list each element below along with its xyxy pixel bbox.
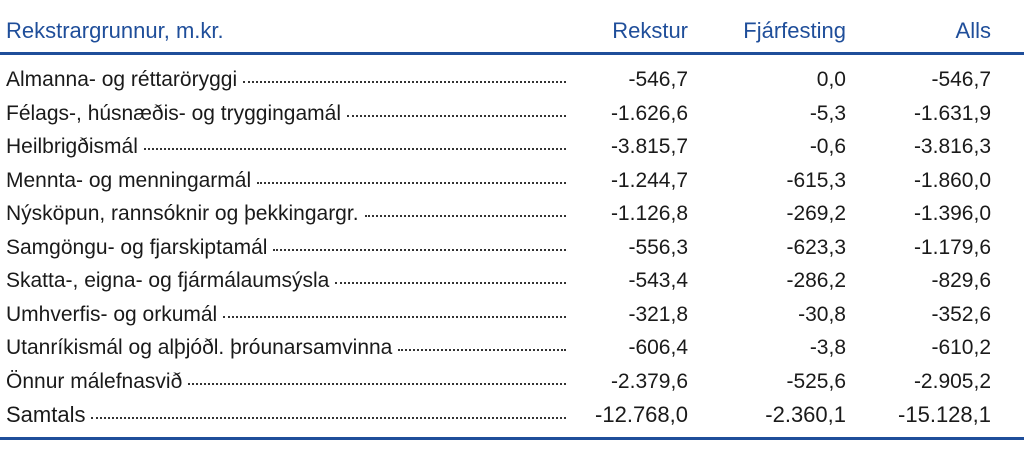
table-row: Nýsköpun, rannsóknir og þekkingargr. -1.1… xyxy=(0,198,1024,232)
cell-alls: -546,7 xyxy=(931,68,991,91)
cell-alls: -610,2 xyxy=(931,336,991,359)
cell-rekstur: -321,8 xyxy=(628,302,688,326)
leader-dots xyxy=(347,113,566,117)
header-divider xyxy=(0,52,1024,55)
cell-alls: -1.396,0 xyxy=(913,202,991,225)
row-label: Nýsköpun, rannsóknir og þekkingargr. xyxy=(6,202,359,225)
cell-alls: -829,6 xyxy=(931,269,991,292)
cell-fjarfesting: -5,3 xyxy=(809,101,846,125)
row-label-wrap: Skatta-, eigna- og fjármálaumsýsla xyxy=(6,269,566,293)
cell-fjarfesting: -615,3 xyxy=(786,168,846,192)
row-label-wrap: Utanríkismál og alþjóðl. þróunarsamvinna xyxy=(6,336,566,360)
table-row: Skatta-, eigna- og fjármálaumsýsla -543,4… xyxy=(0,265,1024,299)
row-label-wrap: Nýsköpun, rannsóknir og þekkingargr. xyxy=(6,202,566,226)
leader-dots xyxy=(364,213,566,217)
cell-alls: -1.179,6 xyxy=(913,235,991,259)
table-row: Almanna- og réttaröryggi -546,7 0,0 -546,7 xyxy=(0,64,1024,98)
row-label: Skatta-, eigna- og fjármálaumsýsla xyxy=(6,269,330,292)
cell-rekstur: -3.815,7 xyxy=(610,135,688,158)
row-label: Utanríkismál og alþjóðl. þróunarsamvinna xyxy=(6,336,393,359)
leader-dots xyxy=(91,415,566,419)
row-label-wrap: Umhverfis- og orkumál xyxy=(6,303,566,327)
cell-rekstur: -546,7 xyxy=(628,68,688,91)
cell-alls: -352,6 xyxy=(931,302,991,326)
cell-rekstur: -2.379,6 xyxy=(610,369,688,393)
cell-rekstur: -1.126,8 xyxy=(610,202,688,225)
header-rekstur: Rekstur xyxy=(612,18,688,43)
total-rekstur: -12.768,0 xyxy=(595,402,688,427)
total-label-wrap: Samtals xyxy=(6,402,566,428)
cell-alls: -1.860,0 xyxy=(913,168,991,192)
table-row: Önnur málefnasvið -2.379,6 -525,6 -2.905,2 xyxy=(0,366,1024,400)
footer-divider xyxy=(0,437,1024,440)
row-label-wrap: Önnur málefnasvið xyxy=(6,370,566,394)
row-label: Almanna- og réttaröryggi xyxy=(6,68,238,91)
cell-alls: -2.905,2 xyxy=(913,369,991,393)
leader-dots xyxy=(243,79,566,83)
row-label: Mennta- og menningarmál xyxy=(6,168,252,192)
cell-fjarfesting: -269,2 xyxy=(786,202,846,225)
table-row: Umhverfis- og orkumál -321,8 -30,8 -352,6 xyxy=(0,299,1024,333)
total-label: Samtals xyxy=(6,402,86,427)
leader-dots xyxy=(335,280,566,284)
cell-alls: -1.631,9 xyxy=(913,101,991,125)
cell-fjarfesting: 0,0 xyxy=(816,68,846,91)
row-label-wrap: Félags-, húsnæðis- og tryggingamál xyxy=(6,102,566,126)
cell-fjarfesting: -286,2 xyxy=(786,269,846,292)
leader-dots xyxy=(143,146,566,150)
header-alls: Alls xyxy=(955,18,991,43)
table-row: Utanríkismál og alþjóðl. þróunarsamvinna… xyxy=(0,332,1024,366)
cell-fjarfesting: -30,8 xyxy=(798,302,846,326)
leader-dots xyxy=(223,314,566,318)
row-label-wrap: Samgöngu- og fjarskiptamál xyxy=(6,236,566,260)
cell-alls: -3.816,3 xyxy=(913,135,991,158)
cell-fjarfesting: -3,8 xyxy=(809,336,846,359)
table-header: Rekstrargrunnur, m.kr. Rekstur Fjárfesti… xyxy=(0,14,1024,52)
cell-fjarfesting: -0,6 xyxy=(809,135,846,158)
total-row: Samtals -12.768,0 -2.360,1 -15.128,1 xyxy=(0,398,1024,432)
row-label-wrap: Heilbrigðismál xyxy=(6,135,566,159)
row-label: Umhverfis- og orkumál xyxy=(6,302,218,326)
row-label: Félags-, húsnæðis- og tryggingamál xyxy=(6,101,341,125)
total-fjarfesting: -2.360,1 xyxy=(765,402,846,427)
row-label: Samgöngu- og fjarskiptamál xyxy=(6,235,268,259)
row-label: Önnur málefnasvið xyxy=(6,369,183,393)
leader-dots xyxy=(257,180,566,184)
row-label: Heilbrigðismál xyxy=(6,135,138,158)
cell-fjarfesting: -623,3 xyxy=(786,235,846,259)
leader-dots xyxy=(188,381,566,385)
header-fjarfesting: Fjárfesting xyxy=(743,18,846,43)
total-alls: -15.128,1 xyxy=(898,402,991,427)
cell-rekstur: -543,4 xyxy=(628,269,688,292)
leader-dots xyxy=(273,247,566,251)
table-row: Samgöngu- og fjarskiptamál -556,3 -623,3 -1… xyxy=(0,232,1024,266)
cell-rekstur: -1.626,6 xyxy=(610,101,688,125)
table-row: Heilbrigðismál -3.815,7 -0,6 -3.816,3 xyxy=(0,131,1024,165)
row-label-wrap: Mennta- og menningarmál xyxy=(6,169,566,193)
cell-rekstur: -556,3 xyxy=(628,235,688,259)
leader-dots xyxy=(398,347,566,351)
cell-fjarfesting: -525,6 xyxy=(786,369,846,393)
table-row: Mennta- og menningarmál -1.244,7 -615,3 -1.… xyxy=(0,165,1024,199)
cell-rekstur: -606,4 xyxy=(628,336,688,359)
header-label: Rekstrargrunnur, m.kr. xyxy=(6,18,224,43)
table-row: Félags-, húsnæðis- og tryggingamál -1.626… xyxy=(0,98,1024,132)
row-label-wrap: Almanna- og réttaröryggi xyxy=(6,68,566,92)
cell-rekstur: -1.244,7 xyxy=(610,168,688,192)
